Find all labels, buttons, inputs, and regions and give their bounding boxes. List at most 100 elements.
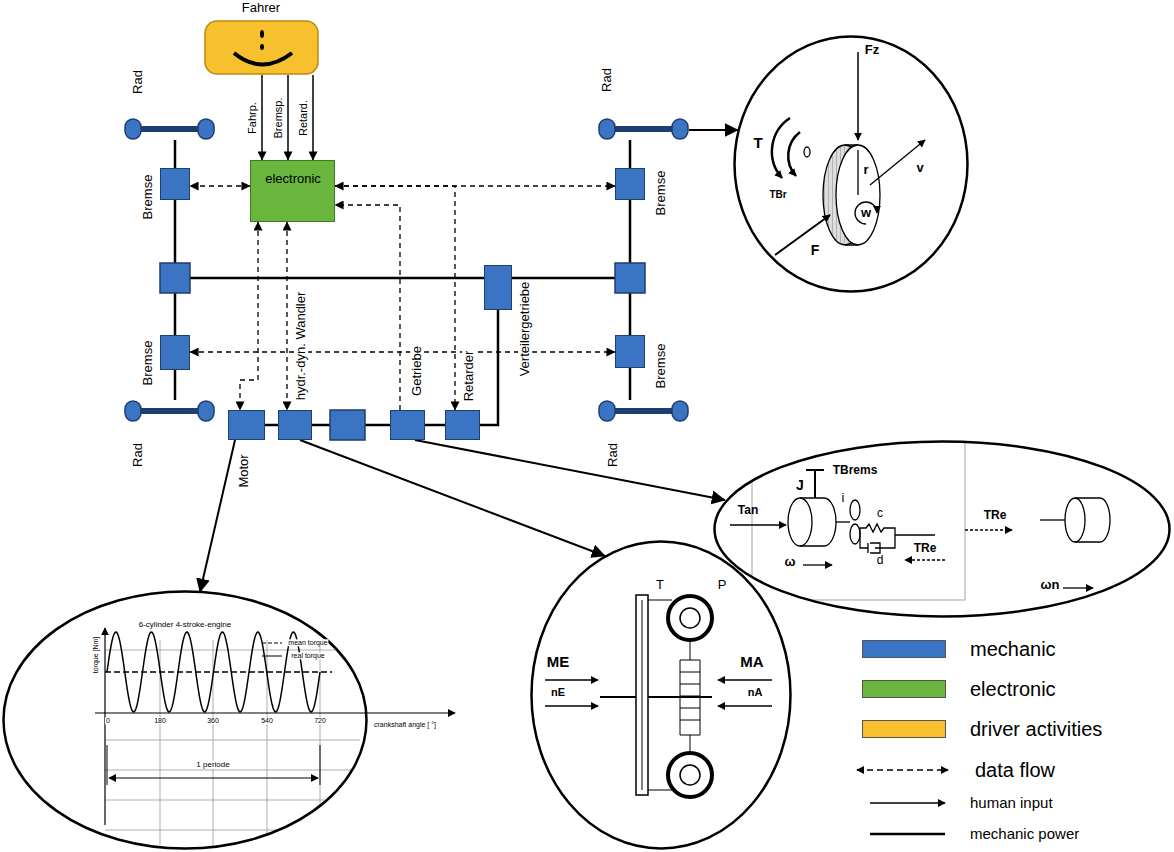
drivetrain-model	[850, 524, 860, 544]
wheel: Rad	[124, 400, 215, 422]
engine-callout: 6-cylinder 4-stroke-engine torque [Nm] mea…	[2, 590, 368, 850]
driver-box: Fahrer	[204, 20, 319, 75]
part-label: Rad	[606, 443, 620, 467]
wheel-outline	[198, 119, 214, 139]
symbol-label: F	[811, 243, 820, 258]
signal-label: Bremsp.	[273, 97, 285, 138]
torque-converter	[680, 608, 700, 628]
torque-chart	[105, 671, 332, 673]
heading: Fahrer	[242, 1, 280, 15]
legend-text: mechanic power	[970, 826, 1079, 843]
part-label: Verteilergetriebe	[518, 281, 532, 378]
symbol-label: J	[796, 478, 804, 493]
torque-converter	[680, 640, 700, 753]
mechanic-power-line	[265, 424, 278, 427]
mechanic-power-line	[480, 310, 498, 425]
unlabeled-component	[160, 263, 645, 440]
mechanic-power-line	[174, 140, 177, 168]
part-label: Bremse	[654, 343, 668, 390]
human-input-arrow	[312, 75, 314, 160]
human-input-arrow	[287, 75, 289, 160]
box-label: electronic	[265, 172, 321, 186]
wheel-outline	[124, 400, 215, 422]
wheel-outline	[672, 119, 688, 139]
legend-text: human input	[970, 795, 1053, 812]
wheel-outline	[598, 400, 689, 422]
wheel: Rad	[124, 118, 215, 140]
drivetrain-model	[1040, 519, 1065, 520]
torque-chart	[95, 628, 455, 845]
drivetrain-model	[1063, 587, 1093, 588]
chart-label: real torque	[290, 652, 325, 659]
legend-swatch	[862, 720, 946, 738]
torque-chart	[95, 712, 455, 713]
symbol-label: TRe	[984, 509, 1007, 522]
torque-chart	[107, 745, 320, 785]
wheel-outline	[598, 118, 689, 140]
wheel-sketch	[855, 202, 877, 224]
wheel-outline	[599, 401, 615, 421]
wheel-sketch	[804, 147, 810, 157]
converter-callout: MEnETPMAnA	[530, 540, 792, 850]
legend-sample	[870, 802, 945, 804]
wheel: Rad	[598, 118, 689, 140]
symbol-label: MA	[740, 654, 763, 670]
wheel-outline	[612, 408, 675, 414]
torque-converter	[545, 705, 598, 707]
part-label: Rad	[131, 443, 145, 467]
symbol-label: c	[877, 507, 883, 520]
mechanic-power-line	[425, 424, 445, 427]
drivetrain-model	[1065, 498, 1085, 542]
ellipse-outline	[4, 592, 367, 849]
smile-outline	[205, 21, 318, 74]
part-label: Bremse	[141, 174, 155, 221]
legend-sample	[870, 833, 945, 836]
drivetrain-model	[836, 521, 850, 522]
callout-arrow	[300, 440, 605, 556]
drivetrain-model	[788, 498, 812, 546]
drivetrain-model	[806, 470, 824, 498]
chart-label: torque [Nm]	[92, 637, 99, 674]
drive-shaft	[175, 200, 630, 425]
data-flow-arrow	[335, 186, 455, 410]
torque-chart	[262, 656, 282, 657]
mechanic-power-line	[174, 370, 177, 400]
chart-label: 6-cylinder 4-stroke-engine	[139, 621, 232, 629]
legend-sample	[857, 769, 948, 771]
symbol-label: TRe	[914, 542, 937, 555]
wheel-outline	[198, 401, 214, 421]
wheel-sketch	[870, 140, 925, 185]
signal-label: Fahrp.	[247, 102, 259, 134]
wheel-outline	[612, 126, 675, 132]
mechanic-box: Verteilergetriebe	[484, 265, 512, 310]
wheel-sketch	[857, 52, 859, 140]
wheel-outline	[138, 408, 201, 414]
data-flow-arrow	[286, 222, 287, 410]
wheel-sketch	[775, 215, 830, 255]
wheel-outline	[599, 119, 615, 139]
torque-converter	[642, 600, 672, 790]
torque-converter	[545, 679, 598, 681]
ellipse-outline	[715, 442, 1170, 617]
mechanic-box: Bremse	[615, 168, 645, 200]
drivetrain-model	[905, 559, 945, 560]
mechanic-box: Getriebe	[390, 410, 425, 440]
wheel-outline	[138, 126, 201, 132]
mechanic-box: Retarder	[445, 410, 480, 440]
chart-label: mean torque	[287, 639, 328, 646]
legend-text: electronic	[970, 678, 1056, 700]
unlabeled-component	[330, 410, 365, 440]
symbol-label: nE	[551, 687, 565, 699]
symbol-label: d	[877, 554, 884, 567]
symbol-label: nA	[748, 687, 763, 699]
legend-sample	[857, 770, 948, 834]
legend-text: mechanic	[970, 638, 1056, 660]
data-flow-arrow	[335, 205, 400, 410]
wheel-outline	[125, 119, 141, 139]
torque-converter	[668, 753, 712, 797]
torque-chart	[262, 643, 282, 644]
ellipse-outline	[735, 37, 968, 292]
legend-swatch	[862, 680, 946, 698]
wheel-sketch	[772, 118, 790, 178]
